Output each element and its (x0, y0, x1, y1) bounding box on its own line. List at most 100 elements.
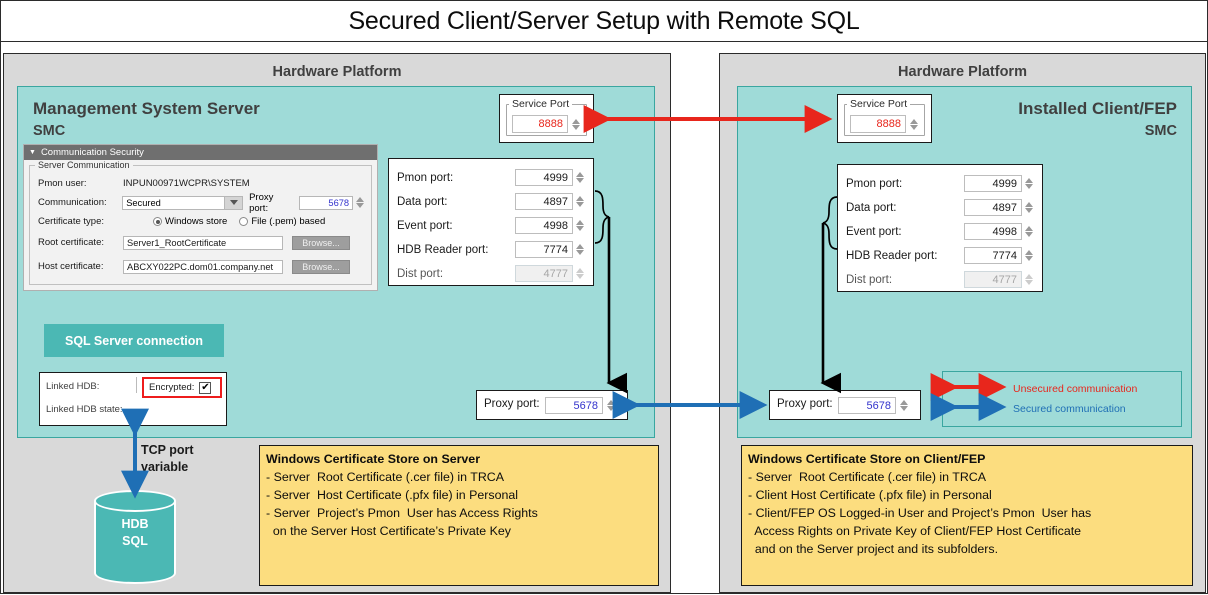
linked-hdb-state-label: Linked HDB state: (46, 404, 123, 415)
hdb-reader-port-label-left: HDB Reader port: (397, 243, 489, 256)
note-right-line: and on the Server project and its subfol… (748, 542, 999, 556)
cylinder-label: HDB SQL (94, 516, 176, 550)
legend-unsecured-label: Unsecured communication (1013, 383, 1138, 395)
dist-port-label-left: Dist port: (397, 267, 444, 280)
service-port-legend-left: Service Port (509, 98, 573, 110)
hdb-reader-port-input-right[interactable]: 7774 (964, 247, 1022, 264)
ports-row: Dist port: 4777 (397, 263, 585, 284)
data-port-spinner-left[interactable] (574, 193, 585, 210)
proxy-port-spinner-left[interactable] (605, 397, 616, 414)
dist-port-spinner-left (574, 265, 585, 282)
dist-port-label-right: Dist port: (846, 273, 893, 286)
root-certificate-browse-button[interactable]: Browse... (292, 235, 350, 250)
hardware-platform-right-label: Hardware Platform (898, 64, 1027, 80)
hdb-reader-port-label-right: HDB Reader port: (846, 249, 938, 262)
encrypted-checkbox[interactable]: ✔ (199, 381, 212, 394)
legend-row-unsecured: Unsecured communication (951, 380, 1137, 398)
database-line-2: SQL (122, 534, 148, 548)
proxy-port-spinner-right[interactable] (898, 397, 909, 414)
data-port-spinner-right[interactable] (1023, 199, 1034, 216)
note-left-line: - Server Host Certificate (.pfx file) in… (266, 488, 519, 502)
pmon-port-spinner-left[interactable] (574, 169, 585, 186)
ports-row: HDB Reader port: 7774 (397, 239, 585, 260)
sql-connection-box: Linked HDB: Linked HDB state: Encrypted:… (39, 372, 227, 426)
service-port-window-left: Service Port 8888 (499, 94, 594, 143)
service-port-spinner-left[interactable] (570, 115, 581, 133)
chevron-down-icon[interactable] (224, 196, 243, 209)
hdb-reader-port-spinner-right[interactable] (1023, 247, 1034, 264)
note-left-line: - Server Project’s Pmon User has Access … (266, 506, 538, 520)
event-port-input-right[interactable]: 4998 (964, 223, 1022, 240)
data-port-label-right: Data port: (846, 201, 897, 214)
ports-row: Event port: 4998 (846, 221, 1034, 242)
sql-server-connection-button[interactable]: SQL Server connection (44, 324, 224, 357)
radio-off-icon (239, 217, 249, 226)
note-right-line: - Client Host Certificate (.pfx file) in… (748, 488, 992, 502)
radio-file-pem[interactable]: File (.pem) based (239, 216, 325, 227)
proxy-port-input-right[interactable]: 5678 (838, 397, 896, 414)
host-certificate-browse-button[interactable]: Browse... (292, 259, 350, 274)
ports-row: Pmon port: 4999 (397, 167, 585, 188)
communication-select[interactable]: Secured (122, 195, 244, 210)
note-right-line: - Client/FEP OS Logged-in User and Proje… (748, 506, 1092, 520)
radio-windows-store[interactable]: Windows store (153, 216, 227, 227)
installed-client-fep-subtitle: SMC (1144, 123, 1177, 139)
proxy-port-spinner-cs[interactable] (354, 196, 365, 210)
note-left-heading: Windows Certificate Store on Server (266, 452, 481, 466)
collapse-caret-icon[interactable]: ▼ (29, 149, 36, 156)
ports-row: Dist port: 4777 (846, 269, 1034, 290)
proxy-port-label-left: Proxy port: (484, 398, 540, 410)
data-port-input-right[interactable]: 4897 (964, 199, 1022, 216)
server-communication-legend: Server Communication (35, 160, 133, 170)
ports-window-right: Pmon port: 4999 Data port: 4897 Event po… (837, 164, 1043, 292)
hdb-reader-port-spinner-left[interactable] (574, 241, 585, 258)
ports-row: Data port: 4897 (846, 197, 1034, 218)
proxy-port-input-cs[interactable]: 5678 (298, 195, 354, 210)
note-right-heading: Windows Certificate Store on Client/FEP (748, 452, 986, 466)
communication-selected-value: Secured (126, 197, 161, 208)
certificate-type-label: Certificate type: (38, 216, 104, 227)
ports-row: Data port: 4897 (397, 191, 585, 212)
ports-window-left: Pmon port: 4999 Data port: 4897 Event po… (388, 158, 594, 286)
pmon-port-input-right[interactable]: 4999 (964, 175, 1022, 192)
event-port-label-right: Event port: (846, 225, 902, 238)
proxy-port-label-cs: Proxy port: (249, 191, 274, 214)
event-port-spinner-left[interactable] (574, 217, 585, 234)
data-port-input-left[interactable]: 4897 (515, 193, 573, 210)
database-line-1: HDB (121, 517, 149, 531)
service-port-window-right: Service Port 8888 (837, 94, 932, 143)
service-port-input-right[interactable]: 8888 (850, 115, 906, 133)
note-server-certificate-store: Windows Certificate Store on Server - Se… (259, 445, 659, 586)
host-certificate-input[interactable]: ABCXY022PC.dom01.company.net (123, 259, 283, 274)
communication-security-title: Communication Security (40, 147, 144, 158)
diagram-title-bar: Secured Client/Server Setup with Remote … (1, 1, 1207, 42)
note-right-line: - Server Root Certificate (.cer file) in… (748, 470, 987, 484)
proxy-port-window-right: Proxy port: 5678 (769, 390, 921, 420)
event-port-input-left[interactable]: 4998 (515, 217, 573, 234)
service-port-spinner-right[interactable] (908, 115, 919, 133)
communication-security-header[interactable]: ▼ Communication Security (24, 145, 377, 160)
cylinder-body (94, 501, 176, 573)
tcp-port-variable-label: TCP port variable (141, 443, 194, 474)
page-title: Secured Client/Server Setup with Remote … (348, 6, 860, 35)
dist-port-spinner-right (1023, 271, 1034, 288)
hdb-sql-database-cylinder: HDB SQL (94, 490, 176, 584)
host-certificate-row: Host certificate: ABCXY022PC.dom01.compa… (38, 258, 365, 275)
communication-row: Communication: Secured Proxy port: 5678 (38, 191, 365, 214)
event-port-spinner-right[interactable] (1023, 223, 1034, 240)
service-port-input-left[interactable]: 8888 (512, 115, 568, 133)
ports-row: HDB Reader port: 7774 (846, 245, 1034, 266)
root-certificate-input[interactable]: Server1_RootCertificate (123, 235, 283, 250)
cylinder-top (94, 490, 176, 512)
radio-windows-store-label: Windows store (165, 216, 228, 227)
hdb-reader-port-input-left[interactable]: 7774 (515, 241, 573, 258)
proxy-port-label-right: Proxy port: (777, 398, 833, 410)
pmon-port-spinner-right[interactable] (1023, 175, 1034, 192)
proxy-port-window-left: Proxy port: 5678 (476, 390, 628, 420)
encrypted-label: Encrypted: (149, 382, 195, 393)
pmon-port-input-left[interactable]: 4999 (515, 169, 573, 186)
root-certificate-row: Root certificate: Server1_RootCertificat… (38, 234, 365, 251)
proxy-port-input-left[interactable]: 5678 (545, 397, 603, 414)
sql-box-divider (136, 377, 137, 393)
